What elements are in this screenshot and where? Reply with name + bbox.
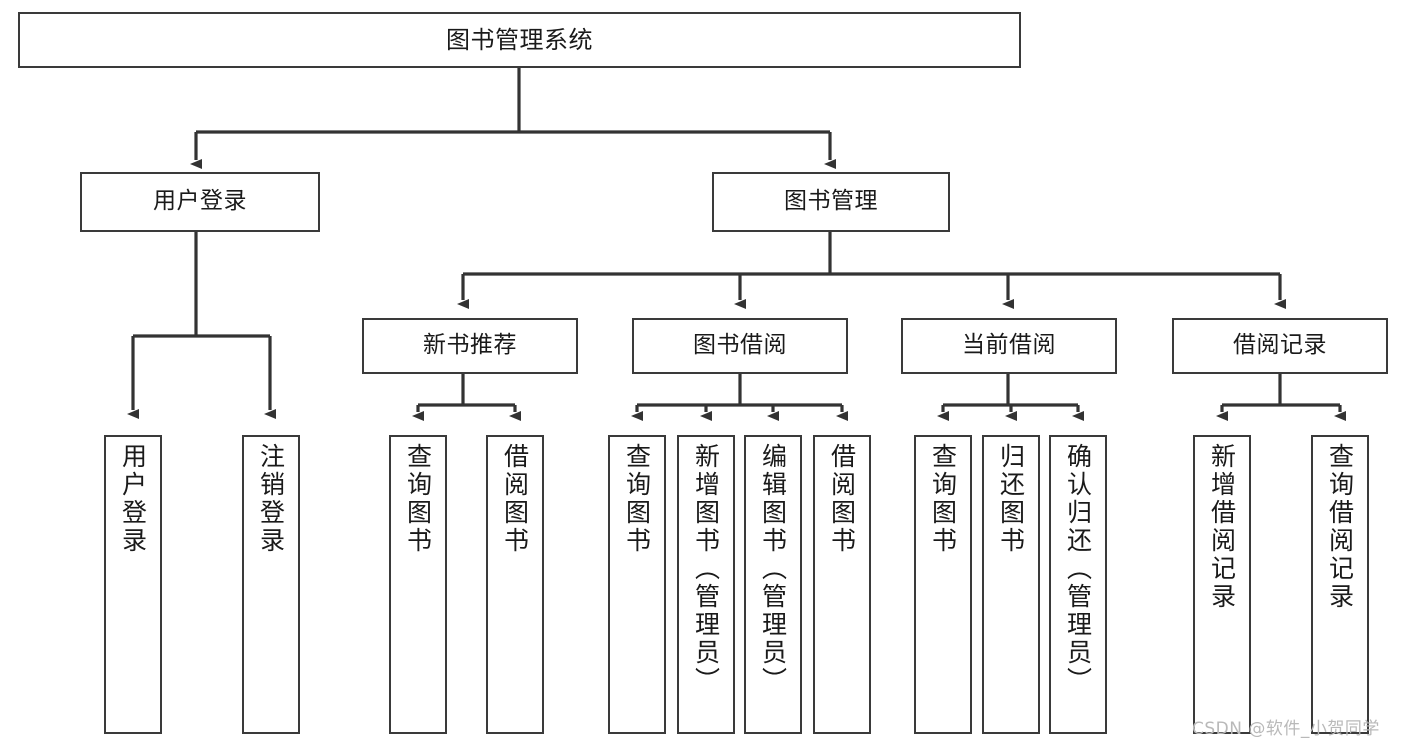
leaf-new-book-borrow[interactable]: 借阅图书 — [486, 435, 544, 734]
leaf-label-book-borrow-edit: 编辑图书（管理员） — [758, 443, 788, 695]
node-root-system[interactable]: 图书管理系统 — [18, 12, 1021, 68]
leaf-borrow-record-query[interactable]: 查询借阅记录 — [1311, 435, 1369, 734]
leaf-borrow-record-add[interactable]: 新增借阅记录 — [1193, 435, 1251, 734]
node-label-new-book-recommend: 新书推荐 — [423, 332, 517, 359]
leaf-book-borrow-edit[interactable]: 编辑图书（管理员） — [744, 435, 802, 734]
node-current-borrow[interactable]: 当前借阅 — [901, 318, 1117, 374]
edge-group-user-login — [127, 232, 276, 419]
leaf-book-borrow-add[interactable]: 新增图书（管理员） — [677, 435, 735, 734]
node-label-root: 图书管理系统 — [446, 25, 593, 54]
node-label-user-login: 用户登录 — [153, 188, 247, 215]
edge-group-root — [190, 68, 836, 169]
leaf-label-borrow-record-query: 查询借阅记录 — [1325, 443, 1355, 611]
leaf-user-login-signin[interactable]: 用户登录 — [104, 435, 162, 734]
node-label-current-borrow: 当前借阅 — [962, 332, 1056, 359]
leaf-label-book-borrow-lend: 借阅图书 — [827, 443, 857, 555]
node-new-book-recommend[interactable]: 新书推荐 — [362, 318, 578, 374]
leaf-book-borrow-lend[interactable]: 借阅图书 — [813, 435, 871, 734]
node-label-book-borrow: 图书借阅 — [693, 332, 787, 359]
edge-group-borrow-record — [1216, 374, 1346, 421]
node-book-management[interactable]: 图书管理 — [712, 172, 950, 232]
node-book-borrow[interactable]: 图书借阅 — [632, 318, 848, 374]
leaf-label-borrow-record-add: 新增借阅记录 — [1207, 443, 1237, 611]
leaf-label-current-borrow-query: 查询图书 — [928, 443, 958, 555]
edge-group-new-book — [412, 374, 521, 421]
leaf-label-book-borrow-add: 新增图书（管理员） — [691, 443, 721, 695]
leaf-current-borrow-confirm[interactable]: 确认归还（管理员） — [1049, 435, 1107, 734]
leaf-label-current-borrow-confirm: 确认归还（管理员） — [1063, 443, 1093, 695]
leaf-label-new-book-borrow: 借阅图书 — [500, 443, 530, 555]
edge-group-current-borrow — [937, 374, 1084, 421]
node-label-borrow-record: 借阅记录 — [1233, 332, 1327, 359]
leaf-current-borrow-return[interactable]: 归还图书 — [982, 435, 1040, 734]
leaf-user-login-signout[interactable]: 注销登录 — [242, 435, 300, 734]
node-borrow-record[interactable]: 借阅记录 — [1172, 318, 1388, 374]
edge-group-book-manage — [457, 232, 1286, 309]
csdn-watermark: CSDN @软件_小贺同学 — [1192, 719, 1380, 739]
node-label-book-management: 图书管理 — [784, 188, 878, 215]
leaf-label-current-borrow-return: 归还图书 — [996, 443, 1026, 555]
node-user-login[interactable]: 用户登录 — [80, 172, 320, 232]
edge-group-book-borrow — [631, 374, 848, 421]
leaf-new-book-query[interactable]: 查询图书 — [389, 435, 447, 734]
leaf-label-new-book-query: 查询图书 — [403, 443, 433, 555]
leaf-current-borrow-query[interactable]: 查询图书 — [914, 435, 972, 734]
leaf-label-user-login-signin: 用户登录 — [118, 443, 148, 555]
leaf-label-book-borrow-query: 查询图书 — [622, 443, 652, 555]
leaf-book-borrow-query[interactable]: 查询图书 — [608, 435, 666, 734]
leaf-label-user-login-signout: 注销登录 — [256, 443, 286, 555]
